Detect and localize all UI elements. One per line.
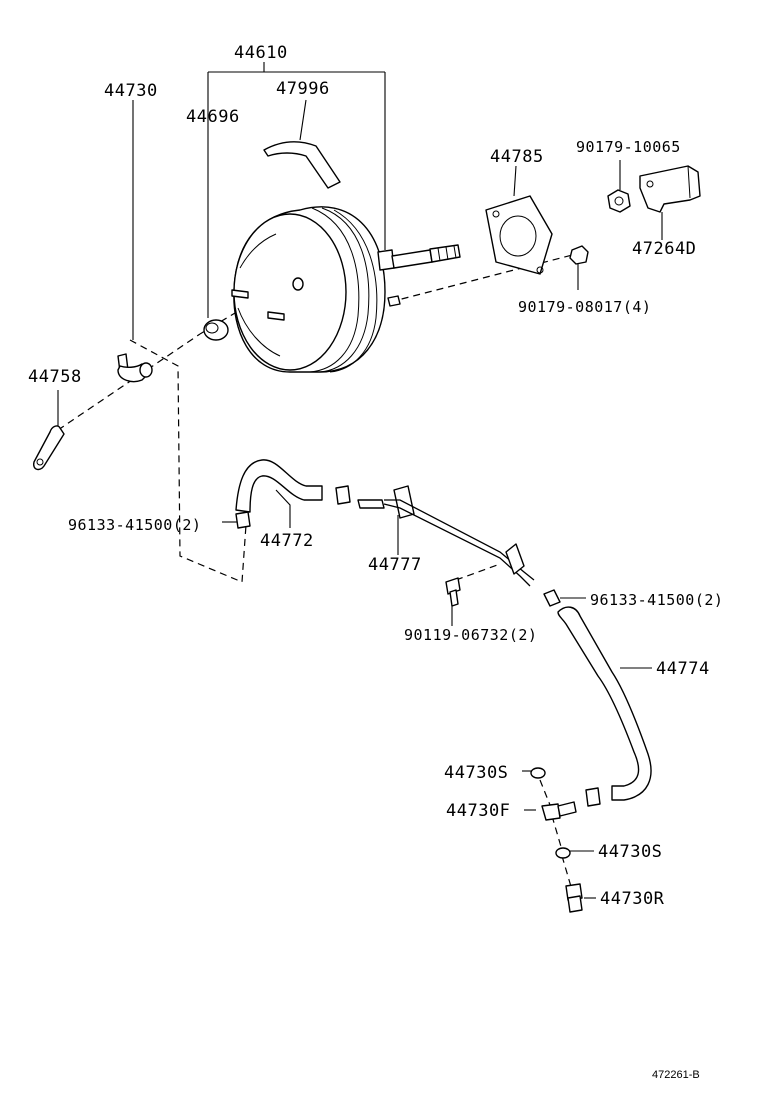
leader-lines	[57, 62, 663, 899]
part-44774-hose	[557, 606, 652, 801]
part-44758-bracket	[32, 425, 65, 471]
label-90179-10065: 90179-10065	[576, 138, 681, 156]
part-90119-06732-bolt	[445, 577, 461, 607]
label-44785: 44785	[490, 147, 544, 167]
part-47264D-bracket	[639, 165, 701, 213]
label-44730F: 44730F	[446, 801, 510, 821]
label-44730S-top: 44730S	[444, 763, 508, 783]
part-90179-10065-nut	[607, 189, 631, 213]
label-44774: 44774	[656, 659, 710, 679]
hose-clip-left	[235, 511, 251, 529]
part-labels: 44610 44730 47996 44696 44785 90179-1006…	[28, 43, 723, 909]
part-44772-hose	[235, 459, 323, 513]
label-44610: 44610	[234, 43, 288, 63]
hose-clip-right	[543, 589, 561, 607]
part-47996-shield	[263, 141, 341, 189]
part-44730-check-valve	[117, 353, 153, 383]
label-90119-06732: 90119-06732(2)	[404, 626, 537, 644]
part-90179-08017-nut	[569, 245, 589, 265]
label-44777: 44777	[368, 555, 422, 575]
label-44696: 44696	[186, 107, 240, 127]
brake-booster-body	[231, 206, 461, 373]
part-44730R-union-bolt	[565, 883, 583, 913]
label-44730: 44730	[104, 81, 158, 101]
label-44730S-bottom: 44730S	[598, 842, 662, 862]
part-44730F-fitting	[541, 801, 577, 821]
part-44785-gasket	[485, 195, 553, 275]
hose-clip-lower	[585, 787, 601, 807]
label-90179-08017: 90179-08017(4)	[518, 298, 651, 316]
label-44758: 44758	[28, 367, 82, 387]
label-96133-41500-left: 96133-41500(2)	[68, 516, 201, 534]
label-96133-41500-right: 96133-41500(2)	[590, 591, 723, 609]
part-44730S-washer-bottom	[555, 847, 571, 859]
part-44696-grommet	[203, 319, 229, 341]
figure-id: 472261-B	[652, 1069, 700, 1081]
hose-clip-mid	[335, 485, 351, 505]
label-47264D: 47264D	[632, 239, 696, 259]
label-47996: 47996	[276, 79, 330, 99]
label-44772: 44772	[260, 531, 314, 551]
part-44730S-washer-top	[530, 767, 546, 779]
part-44777-vacuum-tube	[357, 485, 535, 587]
label-44730R: 44730R	[600, 889, 665, 909]
